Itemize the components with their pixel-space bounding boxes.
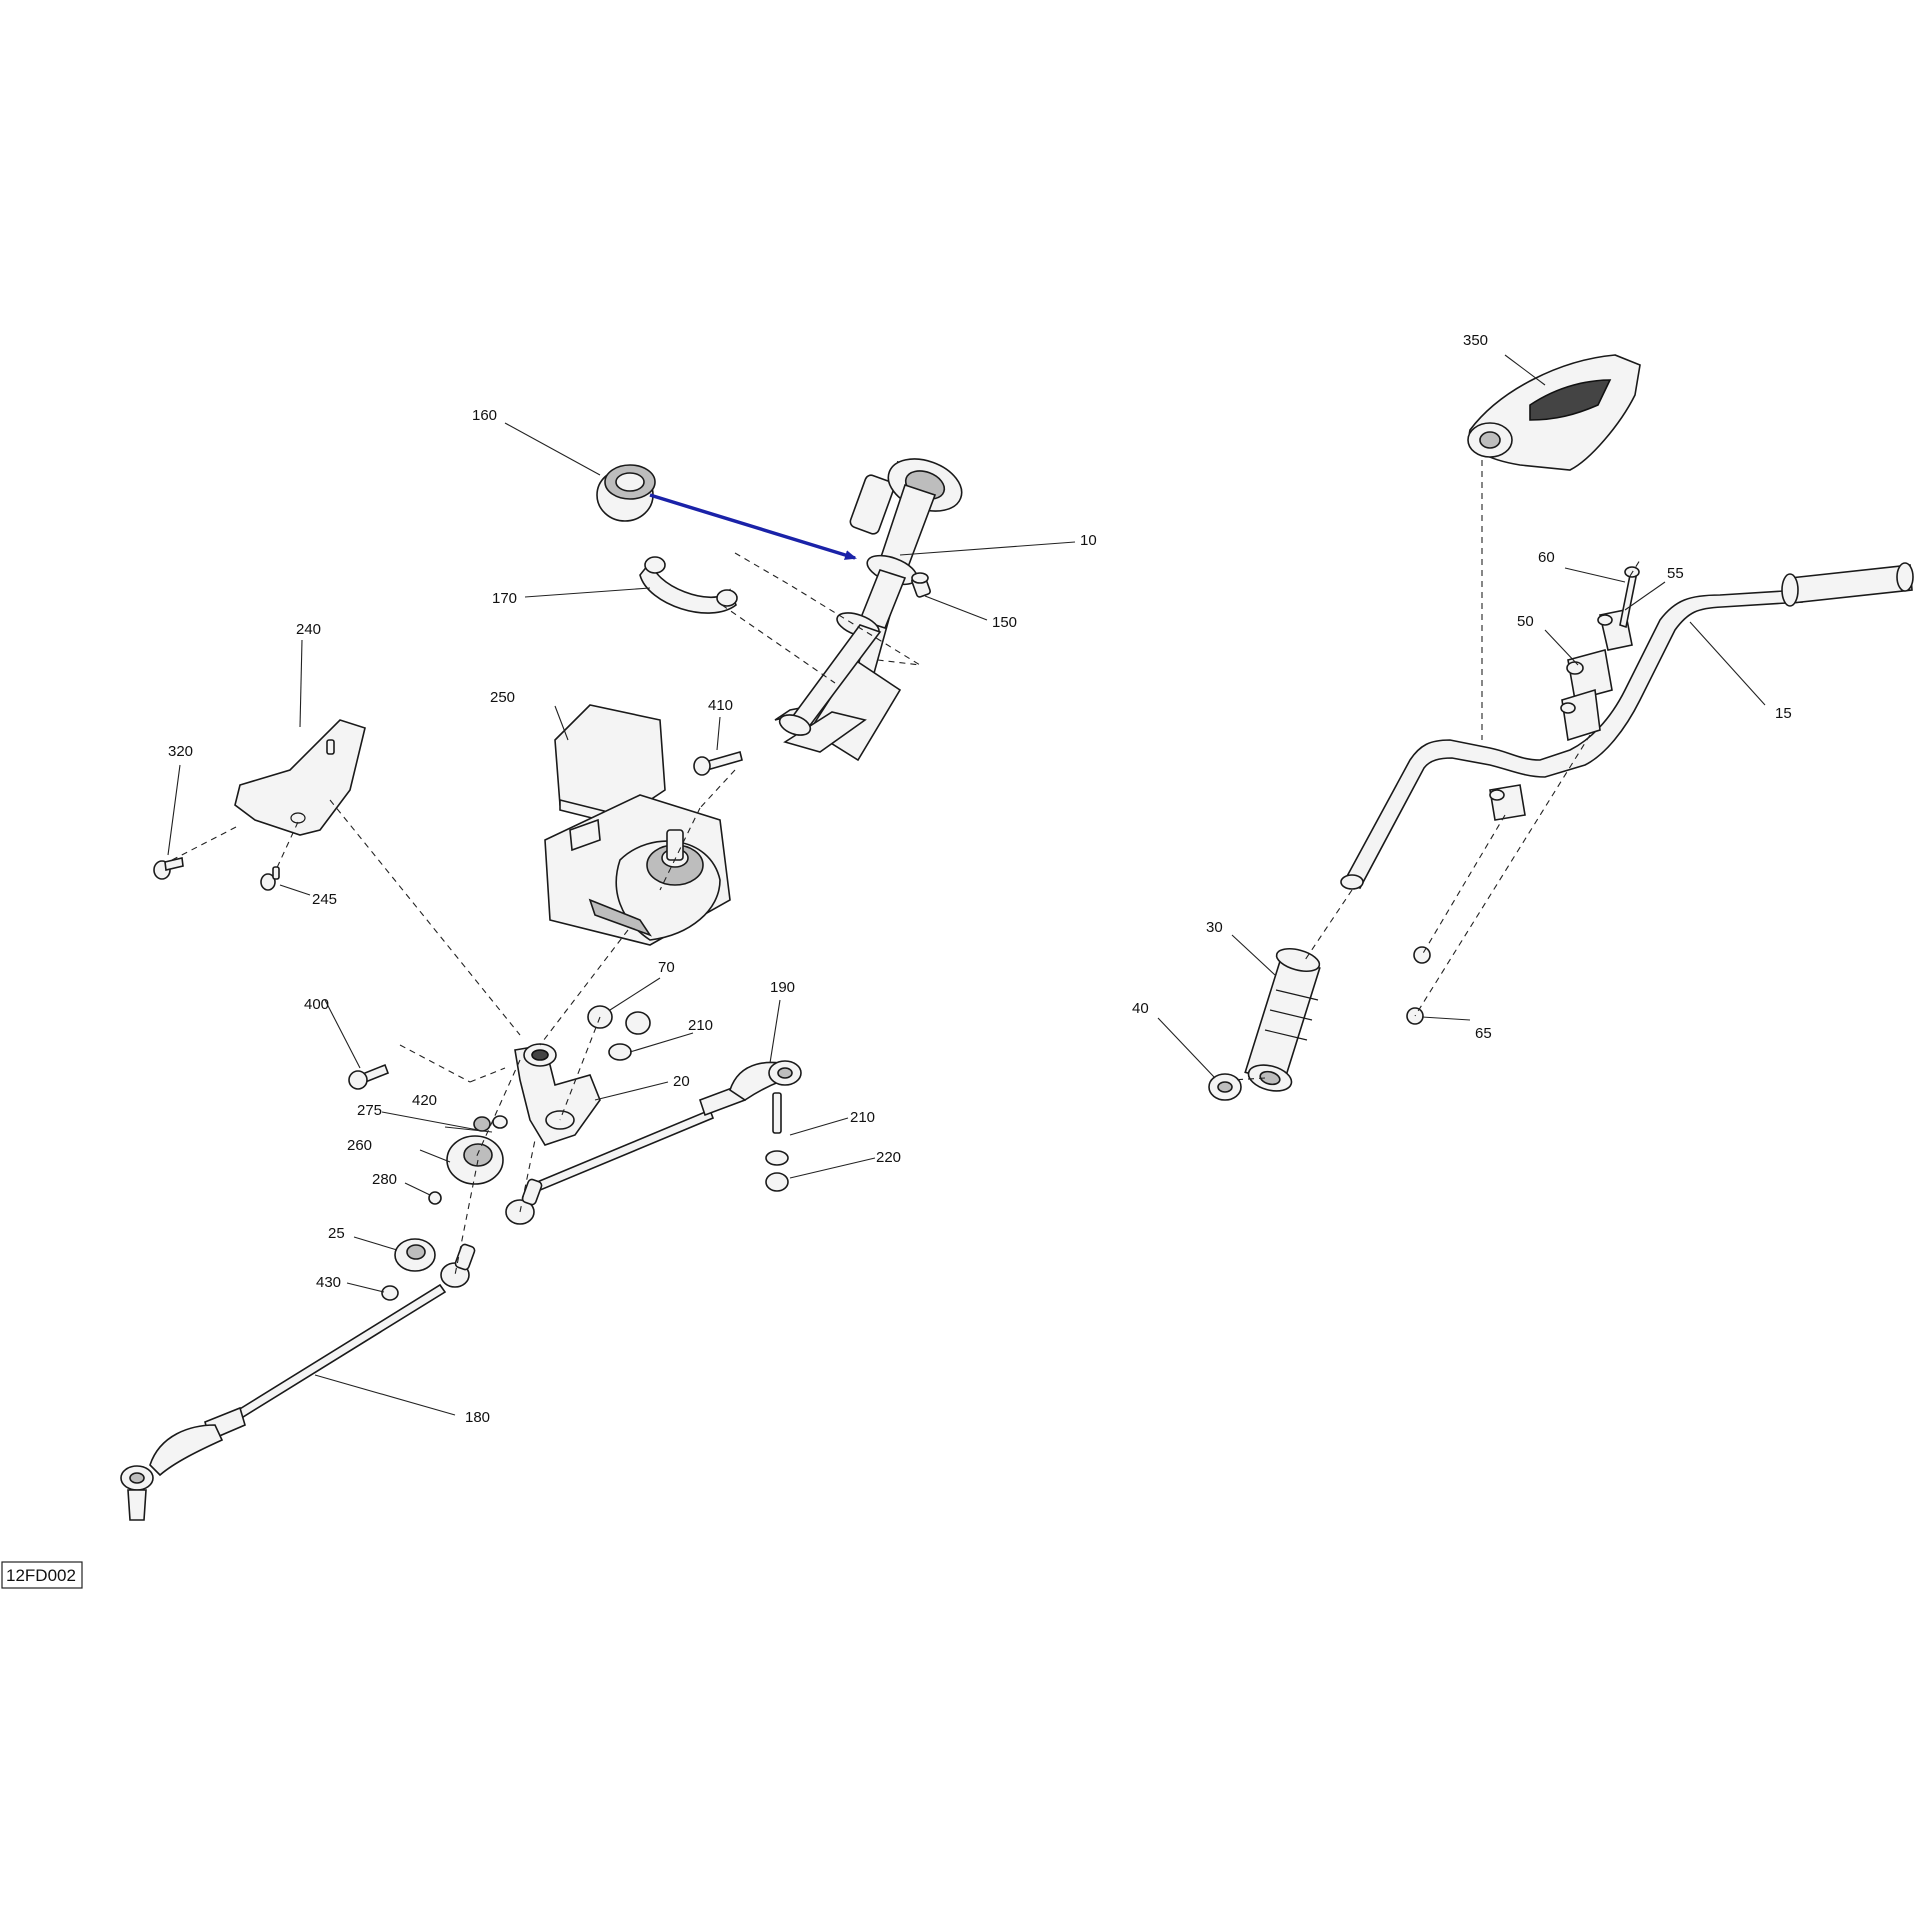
nut-275 xyxy=(473,1116,491,1132)
nut-70b xyxy=(625,1011,651,1035)
callout-170: 170 xyxy=(492,590,517,607)
callout-245: 245 xyxy=(312,891,337,908)
nut-430 xyxy=(381,1285,399,1301)
bracket xyxy=(234,719,366,836)
callout-60: 60 xyxy=(1538,549,1555,566)
pitman-arm xyxy=(514,1043,601,1146)
bolt-320 xyxy=(153,857,184,880)
clamp-right xyxy=(1560,688,1601,742)
reference-code: 12FD002 xyxy=(6,1566,76,1585)
callout-10: 10 xyxy=(1080,532,1097,549)
callout-70: 70 xyxy=(658,959,675,976)
callout-275: 275 xyxy=(357,1102,382,1119)
plate-260 xyxy=(446,1135,504,1185)
leader-lines xyxy=(167,354,1766,1416)
reference-code-box: 12FD002 xyxy=(1,1561,83,1589)
callout-350: 350 xyxy=(1463,332,1488,349)
bolt-245 xyxy=(260,866,280,891)
callout-210a: 210 xyxy=(688,1017,713,1034)
callout-400: 400 xyxy=(304,996,329,1013)
washer-210b xyxy=(765,1150,789,1166)
callout-50: 50 xyxy=(1517,613,1534,630)
clamp-lower xyxy=(1489,784,1526,821)
callout-15: 15 xyxy=(1775,705,1792,722)
callout-190: 190 xyxy=(770,979,795,996)
callout-180: 180 xyxy=(465,1409,490,1426)
assembly-lines xyxy=(171,460,1641,1276)
callout-240: 240 xyxy=(296,621,321,638)
handlebar-pad xyxy=(1467,354,1641,471)
callout-410: 410 xyxy=(708,697,733,714)
nut-420 xyxy=(492,1115,508,1129)
callout-labels: 10 15 20 25 30 40 50 55 60 65 70 150 160… xyxy=(168,332,1792,1426)
callout-30: 30 xyxy=(1206,919,1223,936)
power-steering-unit xyxy=(544,704,731,946)
handlebar xyxy=(1340,562,1914,890)
screw-280 xyxy=(428,1191,442,1205)
bolt-410 xyxy=(693,751,743,776)
callout-40: 40 xyxy=(1132,1000,1149,1017)
callout-65: 65 xyxy=(1475,1025,1492,1042)
stud-190 xyxy=(772,1092,782,1134)
callout-250: 250 xyxy=(490,689,515,706)
clamp xyxy=(639,556,738,614)
bushing-25 xyxy=(394,1238,436,1272)
clamp-50 xyxy=(1566,648,1613,702)
callout-220: 220 xyxy=(876,1149,901,1166)
handlebar-grip xyxy=(1244,947,1321,1092)
nut-65a xyxy=(1413,946,1431,964)
callout-20: 20 xyxy=(673,1073,690,1090)
callout-150: 150 xyxy=(992,614,1017,631)
bearing xyxy=(596,464,656,522)
bolt-400 xyxy=(348,1063,390,1090)
steering-column xyxy=(774,458,963,762)
highlight-arrow xyxy=(649,493,857,560)
callout-160: 160 xyxy=(472,407,497,424)
callout-210b: 210 xyxy=(850,1109,875,1126)
tie-rod-180 xyxy=(120,1243,476,1521)
callout-25: 25 xyxy=(328,1225,345,1242)
callout-280: 280 xyxy=(372,1171,397,1188)
callout-420: 420 xyxy=(412,1092,437,1109)
end-cap xyxy=(1208,1073,1242,1101)
washer-210a xyxy=(608,1043,632,1061)
bolt-150 xyxy=(911,572,931,598)
tie-rod-190 xyxy=(505,1060,802,1225)
callout-430: 430 xyxy=(316,1274,341,1291)
callout-320: 320 xyxy=(168,743,193,760)
nut-220 xyxy=(765,1172,789,1192)
callout-55: 55 xyxy=(1667,565,1684,582)
callout-260: 260 xyxy=(347,1137,372,1154)
bolt-60 xyxy=(1619,566,1640,629)
